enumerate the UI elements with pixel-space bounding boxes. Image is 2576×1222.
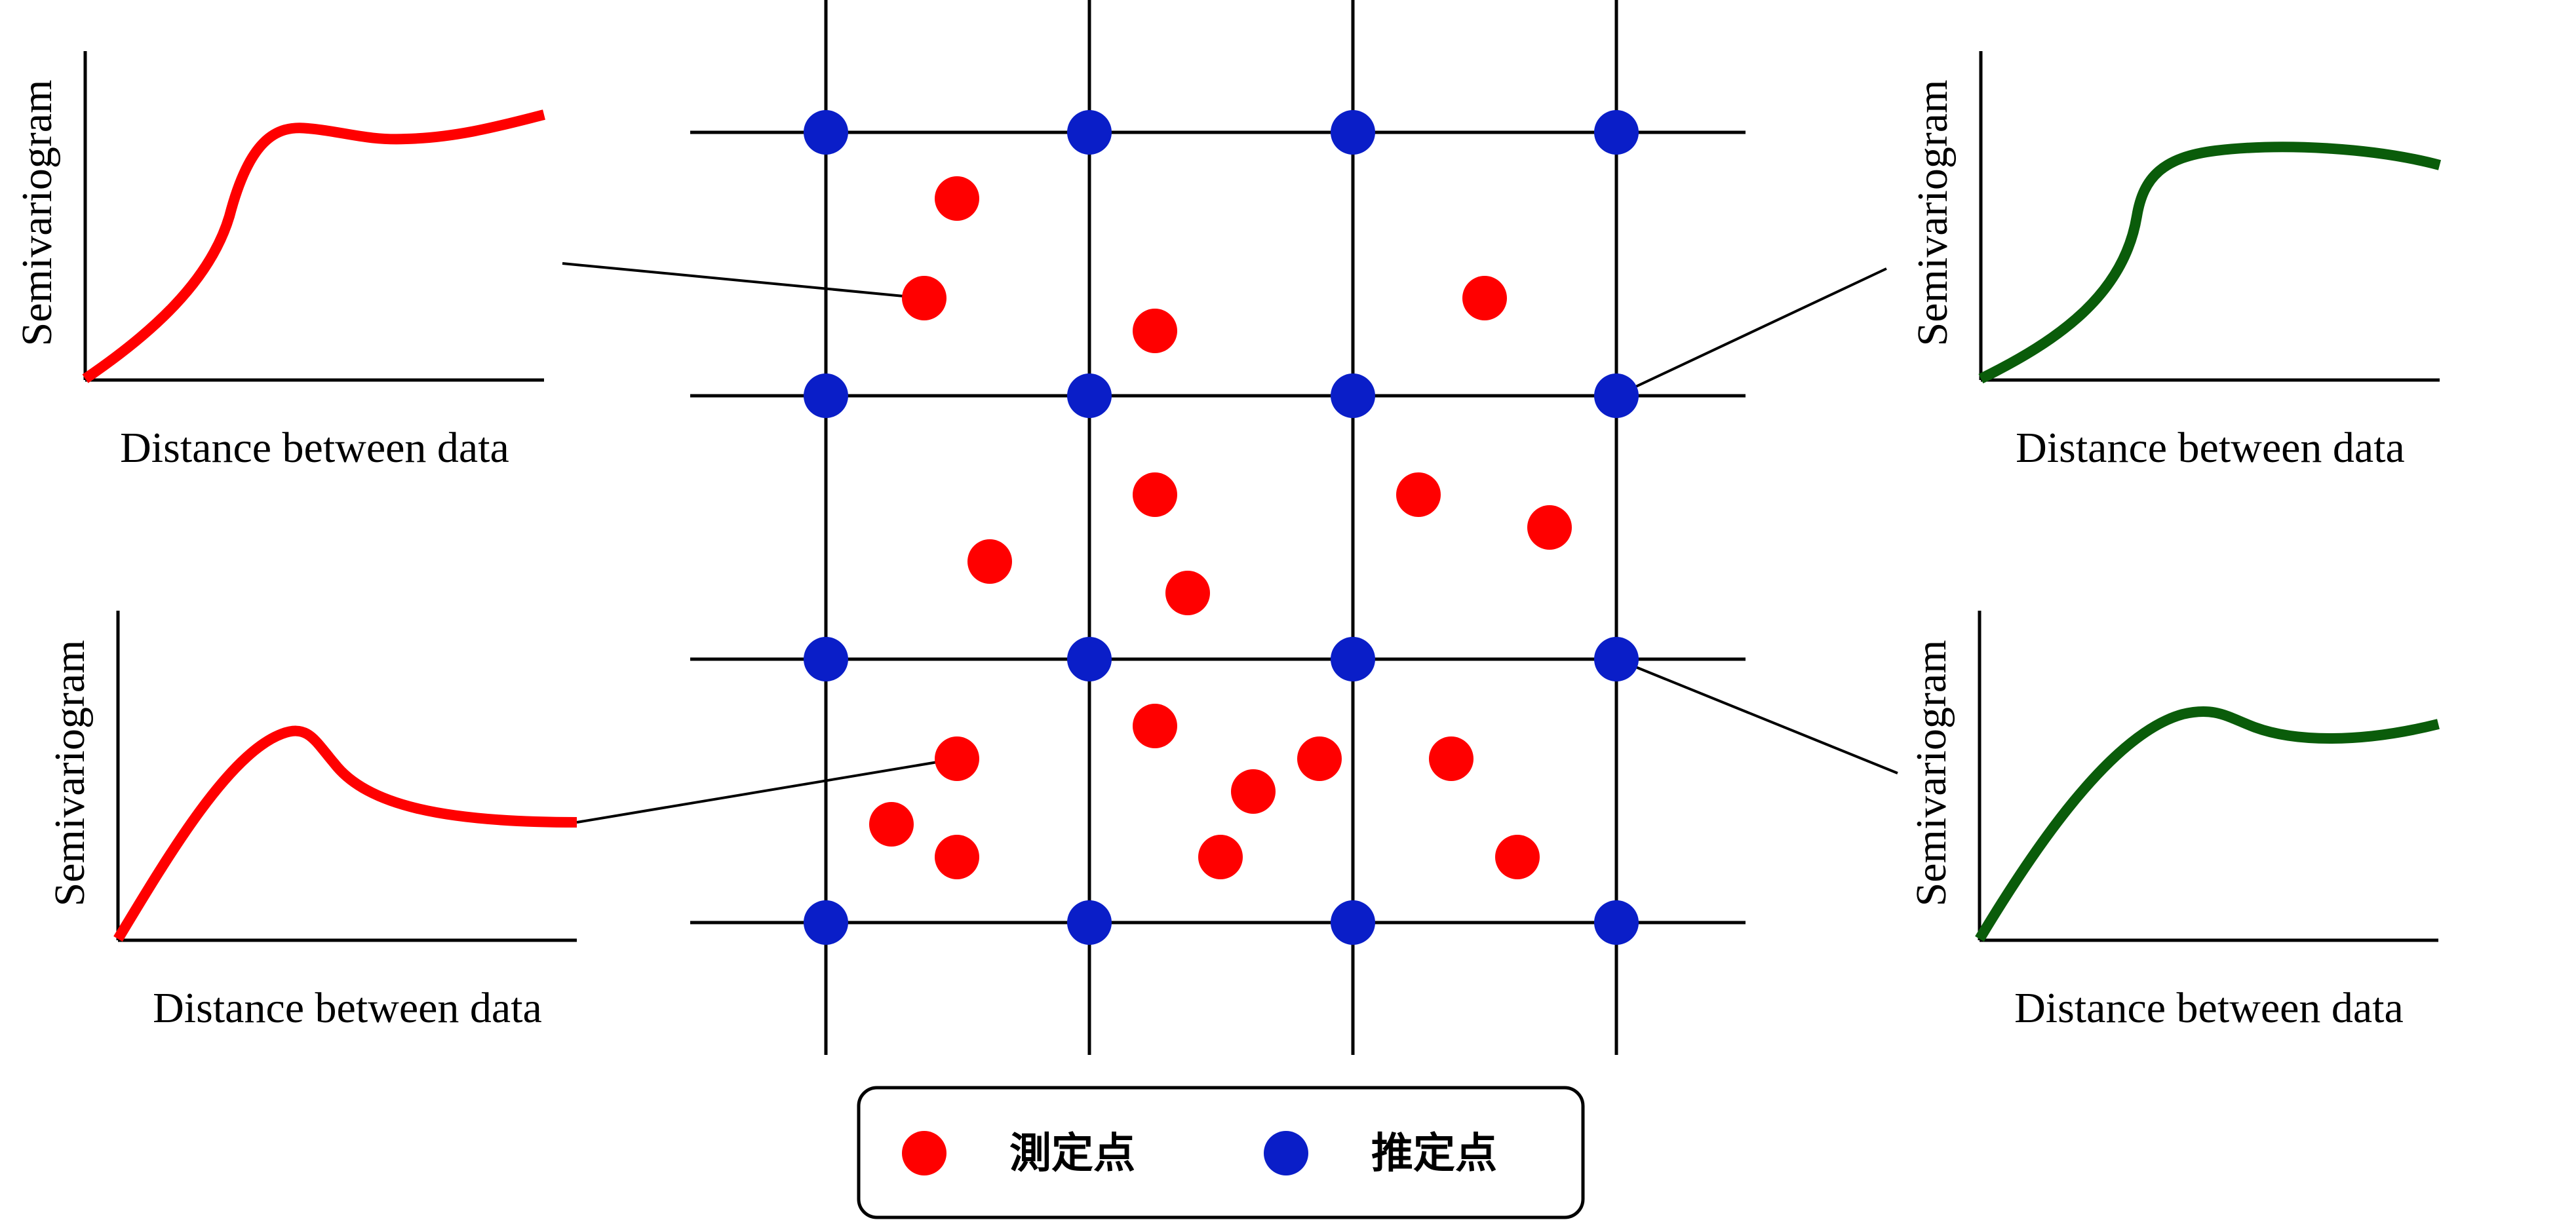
semivariogram-panel-bottom-left: Semivariogram Distance between data: [46, 611, 577, 1032]
semivariogram-curve: [113, 725, 577, 942]
y-axis-label: Semivariogram: [1907, 640, 1955, 907]
measured-point: [935, 736, 979, 781]
legend-box: [857, 1086, 1585, 1219]
estimation-point: [1594, 900, 1639, 945]
connector-lines: [562, 262, 1898, 824]
estimation-grid: [690, 0, 1746, 1055]
measured-point: [1165, 571, 1210, 615]
estimation-point: [1331, 110, 1375, 155]
estimation-point: [1331, 373, 1375, 418]
connector-top-left: [562, 262, 925, 299]
measured-point: [1133, 309, 1177, 353]
x-axis-label: Distance between data: [120, 424, 509, 472]
estimation-point: [804, 373, 848, 418]
measured-point: [1297, 736, 1342, 781]
estimation-point-legend-icon: [1264, 1131, 1308, 1175]
estimation-point: [1067, 900, 1112, 945]
measured-point: [935, 176, 979, 221]
estimation-point: [1067, 110, 1112, 155]
semivariogram-curve: [1975, 706, 2440, 942]
connector-bottom-right: [1616, 658, 1898, 774]
measured-point: [869, 802, 914, 847]
legend: 測定点 推定点: [857, 1086, 1585, 1219]
measured-point: [935, 835, 979, 879]
x-axis-label: Distance between data: [2014, 984, 2404, 1032]
measured-point-legend-icon: [902, 1131, 946, 1175]
estimation-point: [1594, 637, 1639, 681]
x-axis-label: Distance between data: [153, 984, 542, 1032]
estimation-point: [1594, 110, 1639, 155]
semivariogram-panel-top-right: Semivariogram Distance between data: [1909, 51, 2442, 472]
semivariogram-panel-top-left: Semivariogram Distance between data: [13, 51, 545, 472]
x-axis-label: Distance between data: [2016, 424, 2405, 472]
y-axis-label: Semivariogram: [46, 640, 94, 907]
legend-label-measured: 測定点: [1009, 1130, 1135, 1178]
legend-label-estimated: 推定点: [1371, 1130, 1497, 1178]
estimation-point: [1067, 637, 1112, 681]
y-axis-label: Semivariogram: [13, 80, 61, 347]
connector-bottom-left: [576, 757, 958, 824]
estimation-point: [804, 110, 848, 155]
measured-point: [1198, 835, 1243, 879]
connector-top-right: [1616, 267, 1887, 397]
estimation-point: [1331, 637, 1375, 681]
estimation-point: [804, 900, 848, 945]
measured-point: [967, 539, 1012, 584]
measured-point: [1133, 472, 1177, 517]
measured-point: [1133, 704, 1177, 748]
measured-points: [869, 176, 1572, 879]
measured-point: [1462, 276, 1507, 320]
semivariogram-curve: [82, 109, 545, 383]
semivariogram-panel-bottom-right: Semivariogram Distance between data: [1907, 611, 2440, 1032]
measured-point: [902, 276, 946, 320]
measured-point: [1396, 472, 1441, 517]
semivariogram-curve: [1978, 142, 2442, 384]
estimation-point: [1594, 373, 1639, 418]
measured-point: [1429, 736, 1473, 781]
estimation-point: [804, 637, 848, 681]
estimation-points: [804, 110, 1639, 945]
estimation-point: [1331, 900, 1375, 945]
y-axis-label: Semivariogram: [1909, 80, 1957, 347]
estimation-point: [1067, 373, 1112, 418]
measured-point: [1495, 835, 1540, 879]
measured-point: [1527, 505, 1572, 550]
measured-point: [1231, 769, 1276, 814]
